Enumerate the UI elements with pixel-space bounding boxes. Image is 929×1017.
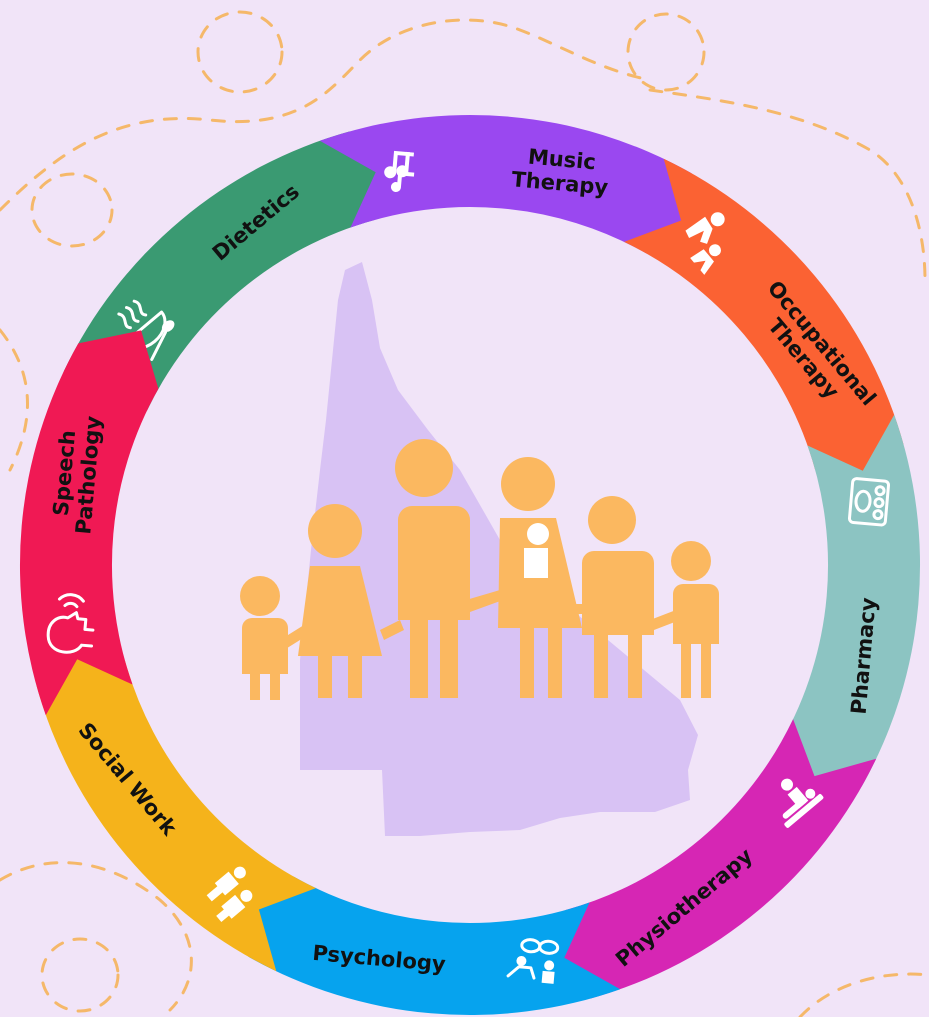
segment-arrow-shape bbox=[781, 414, 921, 800]
dashed-trail-decoration bbox=[0, 10, 929, 1017]
occupational-therapy-icon bbox=[685, 212, 725, 275]
segment-arrow-shape bbox=[536, 719, 877, 999]
segment-psychology: Psychology bbox=[235, 876, 621, 1016]
segment-occupational-therapy: OccupationalTherapy bbox=[624, 158, 904, 499]
segment-arrow-shape bbox=[63, 131, 404, 411]
segment-arrow-shape bbox=[624, 158, 904, 499]
massage-table-icon bbox=[781, 778, 824, 828]
family-group-icon bbox=[240, 439, 719, 700]
segment-arrow-shape bbox=[235, 876, 621, 1016]
segment-label-line: Music bbox=[527, 145, 597, 175]
counselling-icon bbox=[506, 938, 560, 984]
segment-arrow-shape bbox=[319, 114, 705, 254]
segment-arrow-shape bbox=[36, 631, 316, 972]
segment-pharmacy: Pharmacy bbox=[781, 414, 921, 800]
queensland-map-icon bbox=[300, 262, 698, 836]
music-notes-icon bbox=[384, 150, 415, 193]
social-workers-icon bbox=[206, 866, 253, 923]
service-ring: DieteticsMusicTherapyOccupationalTherapy… bbox=[19, 114, 921, 1016]
medicine-pills-icon bbox=[847, 477, 891, 527]
speaking-head-icon bbox=[46, 593, 95, 654]
segment-speech-pathology: SpeechPathology bbox=[19, 330, 159, 716]
segment-music-therapy: MusicTherapy bbox=[319, 114, 705, 254]
